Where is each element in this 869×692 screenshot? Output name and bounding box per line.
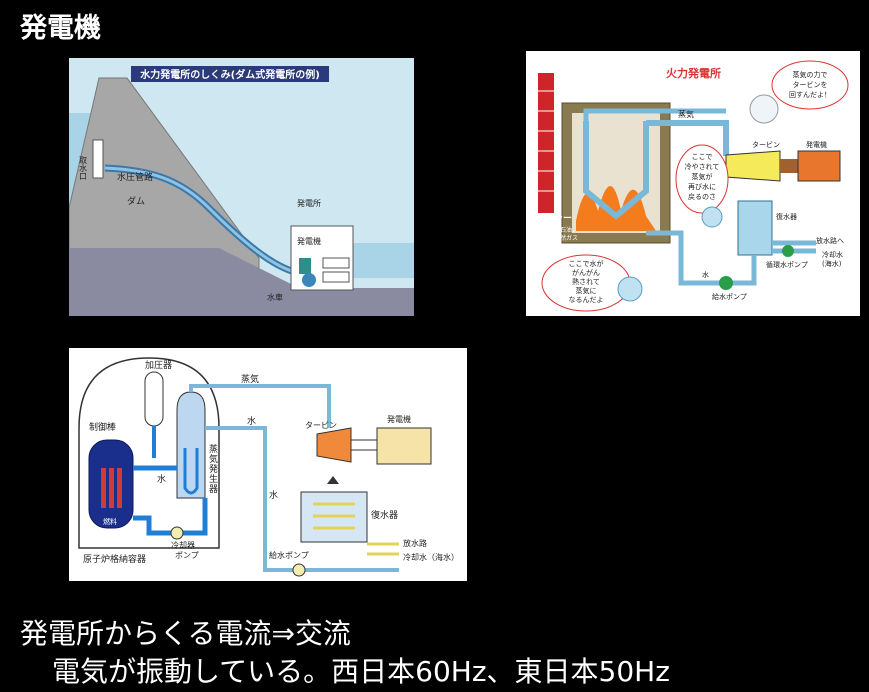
- hydro-penstock-label: 水圧管路: [117, 171, 153, 183]
- thermal-diagram: 火力発電所 蒸気の力で タービンを 回すんだよ！ 蒸気 タービン 発電機 ここで…: [526, 51, 860, 316]
- fuel-line-2: 石炭、天然ガス: [536, 234, 578, 242]
- nuclear-water-left-label: 水: [157, 473, 166, 485]
- bubble-mid-line-4: 再び水に: [688, 182, 716, 191]
- nuclear-discharge-label: 放水路: [403, 538, 427, 548]
- sg-char-1: 蒸: [209, 443, 218, 455]
- thermal-title: 火力発電所: [666, 66, 721, 80]
- bubble-bottom-line-3: 熱されて: [572, 277, 600, 286]
- water-drop-character-2: [617, 276, 643, 302]
- thermal-cooling-label-1: 冷却水: [822, 250, 843, 259]
- bubble-bottom-line-1: ここで水が: [569, 259, 604, 268]
- nuclear-pressurizer-label: 加圧器: [145, 360, 172, 371]
- bubble-top-line-2: タービンを: [793, 80, 828, 89]
- nuclear-condenser-label: 復水器: [371, 509, 398, 521]
- bubble-mid-line-5: 戻るのさ: [688, 192, 716, 201]
- thermal-bubble-top: [771, 60, 849, 110]
- nuclear-steam-label: 蒸気: [241, 373, 259, 385]
- thermal-cooling-label-2: (海水): [822, 259, 842, 268]
- thermal-water-label: 水: [702, 270, 709, 279]
- nuclear-generator-label: 発電機: [387, 414, 411, 424]
- bubble-bottom-line-2: がんがん: [572, 268, 600, 277]
- bubble-top-line-3: 回すんだよ！: [789, 91, 831, 99]
- thermal-condenser: [737, 200, 773, 256]
- water-drop-character: [701, 206, 723, 228]
- hydro-intake-label: 取水口: [79, 156, 88, 180]
- hydro-dam-label: ダム: [127, 195, 145, 207]
- hydro-diagram: 水力発電所のしくみ(ダム式発電所の例) 取水口 水圧管路 ダム 発電所 発電機 …: [69, 58, 414, 316]
- hydro-header-box: [131, 66, 329, 82]
- thermal-generator: [797, 150, 841, 182]
- bubble-bottom-line-4: 蒸気に: [576, 286, 597, 295]
- fuel-label: 燃料: [103, 517, 117, 526]
- hydro-turbine-label: 水車: [267, 292, 283, 302]
- bubble-mid-line-1: ここで: [692, 153, 713, 161]
- steam-generator: [176, 391, 206, 499]
- coolant-pump-label-2: ポンプ: [175, 551, 199, 560]
- nuclear-generator: [376, 427, 432, 465]
- containment-label: 原子炉格納容器: [83, 553, 146, 565]
- sg-char-4: 生: [209, 473, 218, 485]
- control-rod-label: 制御棒: [89, 421, 116, 433]
- nuclear-turbine: [316, 427, 352, 463]
- coolant-pump-label-1: 冷却器: [171, 540, 195, 550]
- thermal-turbine-label: タービン: [752, 140, 780, 149]
- frequency-line: 電気が振動している。西日本60Hz、東日本50Hz: [52, 655, 670, 688]
- nuclear-diagram: 加圧器 蒸気 制御棒 水 タービン 発電機 水 蒸 気 発 生 器 燃料 水 復…: [69, 348, 467, 581]
- hydro-powerhouse-label: 発電所: [297, 198, 321, 208]
- bubble-top-line-1: 蒸気の力で: [793, 70, 828, 79]
- bubble-bottom-line-5: なるんだよ: [569, 296, 604, 304]
- thermal-turbine: [725, 150, 781, 182]
- thermal-generator-label: 発電機: [806, 140, 827, 149]
- nuclear-cooling-label: 冷却水（海水）: [403, 552, 459, 562]
- containment-vessel: [78, 357, 220, 549]
- sg-char-5: 器: [209, 484, 218, 495]
- ac-current-line: 発電所からくる電流⇒交流: [20, 617, 351, 650]
- pressurizer: [144, 371, 164, 427]
- thermal-steam-label: 蒸気: [678, 109, 694, 119]
- nuclear-turbine-label: タービン: [305, 421, 337, 430]
- hydro-generator-label: 発電機: [297, 236, 321, 246]
- slide-title: 発電機: [20, 13, 101, 44]
- hydro-header: 水力発電所のしくみ(ダム式発電所の例): [139, 68, 320, 81]
- nuclear-water-up-label: 水: [269, 489, 278, 501]
- sg-char-3: 発: [209, 463, 218, 475]
- thermal-circ-pump-label: 循環水ポンプ: [766, 260, 808, 269]
- chimney: [538, 73, 554, 213]
- sg-char-2: 気: [209, 453, 218, 465]
- thermal-feed-pump-label: 給水ポンプ: [712, 292, 747, 301]
- bubble-mid-line-2: 冷やされて: [685, 162, 720, 171]
- thermal-boiler-label: ボイラー: [536, 212, 572, 224]
- fuel-line-1: 燃料は、石油、: [536, 226, 578, 234]
- thermal-discharge-label: 放水路へ: [816, 236, 844, 245]
- thermal-condenser-label: 復水器: [776, 212, 797, 221]
- nuclear-water-top-label: 水: [247, 415, 256, 427]
- steam-cloud-character: [749, 94, 779, 124]
- bubble-mid-line-3: 蒸気が: [692, 172, 713, 181]
- thermal-bubble-mid: [675, 144, 729, 214]
- nuclear-feed-pump-label: 給水ポンプ: [269, 550, 309, 560]
